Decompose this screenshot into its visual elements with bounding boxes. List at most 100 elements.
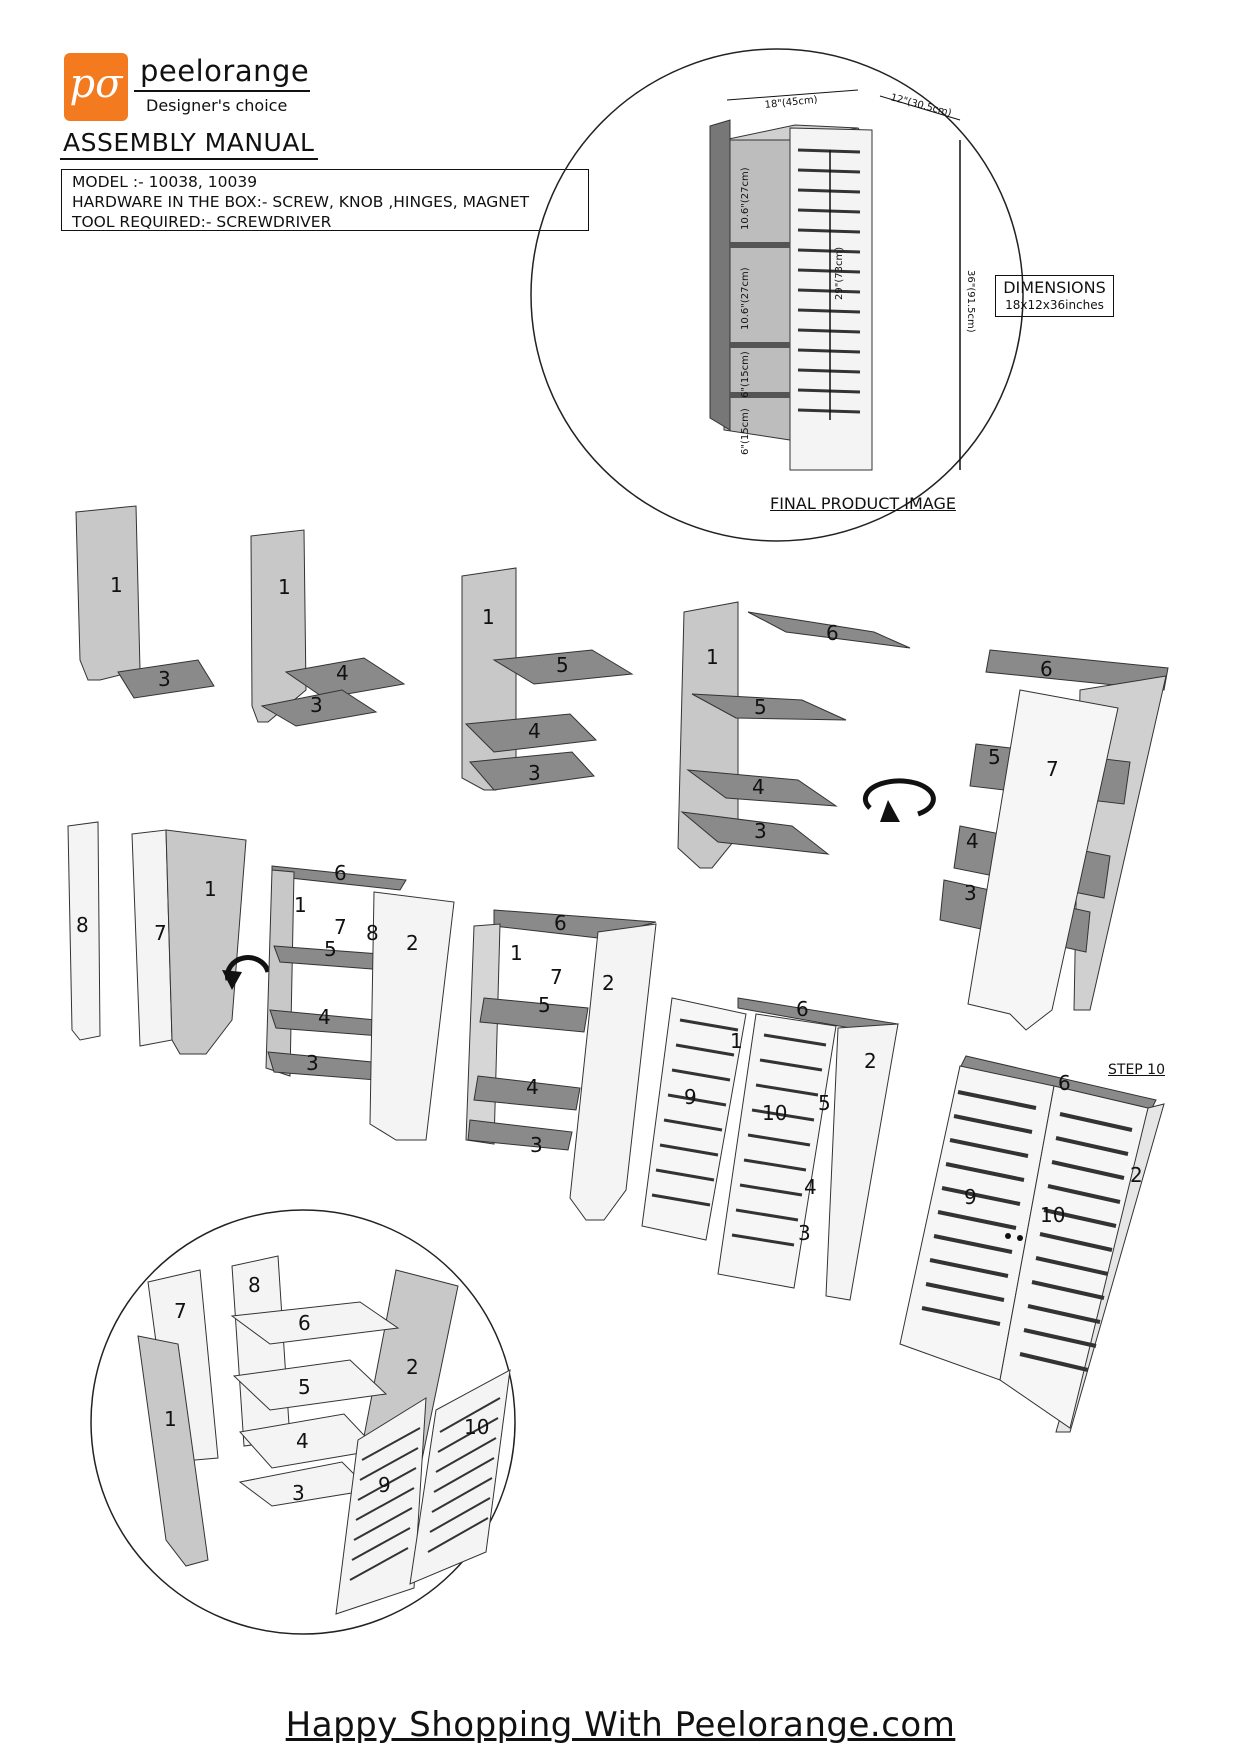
step-2: 1 4 3	[250, 529, 406, 727]
step-10-part-2: 2	[1130, 1163, 1143, 1187]
exploded-part-8: 8	[248, 1273, 261, 1297]
exploded-part-7: 7	[174, 1299, 187, 1323]
info-box: MODEL :- 10038, 10039 HARDWARE IN THE BO…	[61, 169, 589, 231]
exploded-view-circle	[90, 1209, 516, 1635]
step-3-part-4: 4	[528, 719, 541, 743]
step-8-part-4: 4	[526, 1075, 539, 1099]
exploded-part-6: 6	[298, 1311, 311, 1335]
step-7-part-4: 4	[318, 1005, 331, 1029]
step-2-part-1: 1	[278, 575, 291, 599]
measure-shelf-gap-1: 10.6"(27cm)	[740, 167, 751, 230]
exploded-part-4: 4	[296, 1429, 309, 1453]
hardware-text: HARDWARE IN THE BOX:- SCREW, KNOB ,HINGE…	[72, 193, 530, 211]
step-8-part-7: 7	[550, 965, 563, 989]
step-7-part-5: 5	[324, 937, 337, 961]
step-8-part-1: 1	[510, 941, 523, 965]
step-5-part-7: 7	[1046, 757, 1059, 781]
step-10-label: STEP 10	[1108, 1062, 1165, 1078]
step-3-part-5: 5	[556, 653, 569, 677]
step-4-part-3: 3	[754, 819, 767, 843]
step-4-part-6: 6	[826, 621, 839, 645]
step-5: 6 7 5 4 3	[939, 649, 1169, 1031]
step-6: 8 7 1	[67, 821, 247, 1055]
exploded-view: 7 8 6 2 5 1 4 10 3 9	[137, 1255, 511, 1615]
brand-underline	[134, 90, 310, 92]
rotate-icon	[222, 955, 271, 990]
step-4-part-4: 4	[752, 775, 765, 799]
exploded-view-louvers	[349, 1397, 501, 1581]
step-1: 1 3	[75, 505, 215, 699]
step-5-part-6: 6	[1040, 657, 1053, 681]
step-5-part-4: 4	[966, 829, 979, 853]
tool-text: TOOL REQUIRED:- SCREWDRIVER	[72, 213, 332, 231]
measure-door: 29"(73cm)	[834, 247, 845, 300]
step-2-part-3: 3	[310, 693, 323, 717]
step-6-part-8: 8	[76, 913, 89, 937]
final-product-label: FINAL PRODUCT IMAGE	[770, 494, 956, 513]
step-5-part-5: 5	[988, 745, 1001, 769]
step-9-part-4: 4	[804, 1175, 817, 1199]
step-4-part-5: 5	[754, 695, 767, 719]
step-2-part-4: 4	[336, 661, 349, 685]
step-1-part-3: 3	[158, 667, 171, 691]
exploded-part-1: 1	[164, 1407, 177, 1431]
title-underline	[60, 158, 318, 160]
step-9-part-3: 3	[798, 1221, 811, 1245]
step-7: 6 1 7 8 5 2 4 3	[265, 861, 455, 1141]
step-9-part-2: 2	[864, 1049, 877, 1073]
exploded-part-2: 2	[406, 1355, 419, 1379]
step-9-part-6: 6	[796, 997, 809, 1021]
step-7-part-6: 6	[334, 861, 347, 885]
dimensions-box: DIMENSIONS 18x12x36inches	[995, 275, 1114, 317]
exploded-part-9: 9	[378, 1473, 391, 1497]
step-7-part-1: 1	[294, 893, 307, 917]
step-7-part-7: 7	[334, 915, 347, 939]
step-8-part-2: 2	[602, 971, 615, 995]
brand-logo	[64, 53, 128, 121]
measure-base-gap: 6"(15cm)	[740, 408, 751, 455]
step-3: 1 5 4 3	[461, 567, 634, 791]
step-10-part-6: 6	[1058, 1071, 1071, 1095]
step-3-part-3: 3	[528, 761, 541, 785]
exploded-part-5: 5	[298, 1375, 311, 1399]
model-text: MODEL :- 10038, 10039	[72, 173, 258, 191]
step-9-part-10: 10	[762, 1101, 787, 1125]
exploded-part-3: 3	[292, 1481, 305, 1505]
step-9-part-9: 9	[684, 1085, 697, 1109]
measure-shelf-gap-2: 10.6"(27cm)	[740, 267, 751, 330]
brand-name: peelorange	[140, 54, 310, 88]
final-product-louvers	[797, 148, 861, 414]
step-9-part-1: 1	[730, 1029, 743, 1053]
step-6-part-1: 1	[204, 877, 217, 901]
step-8-part-3: 3	[530, 1133, 543, 1157]
step-7-part-2: 2	[406, 931, 419, 955]
final-product-circle	[530, 48, 1024, 542]
rotate-icon	[862, 778, 936, 822]
measure-height: 36"(91.5cm)	[965, 270, 976, 333]
brand-logo-mark: pσ	[69, 61, 123, 107]
measure-shelf-gap-3: 6"(15cm)	[740, 351, 751, 398]
step-6-part-7: 7	[154, 921, 167, 945]
step-10-part-10: 10	[1040, 1203, 1065, 1227]
dimensions-value: 18x12x36inches	[1005, 298, 1104, 312]
step-9-part-5: 5	[818, 1091, 831, 1115]
exploded-part-10: 10	[464, 1415, 489, 1439]
step-5-part-3: 3	[964, 881, 977, 905]
step-4-part-1: 1	[706, 645, 719, 669]
final-product-cabinet	[709, 89, 961, 471]
footer-text: Happy Shopping With Peelorange.com	[285, 1705, 956, 1745]
brand-tagline: Designer's choice	[146, 96, 288, 115]
step-7-part-8: 8	[366, 921, 379, 945]
step-10: 6 2 9 10	[899, 1055, 1165, 1433]
dimensions-title: DIMENSIONS	[1003, 278, 1106, 297]
step-8-part-5: 5	[538, 993, 551, 1017]
step-7-part-3: 3	[306, 1051, 319, 1075]
step-9-louvers	[651, 1018, 827, 1247]
step-10-part-9: 9	[964, 1185, 977, 1209]
manual-title: ASSEMBLY MANUAL	[63, 128, 315, 157]
step-1-part-1: 1	[110, 573, 123, 597]
step-4: 1 6 5 4 3	[677, 601, 911, 869]
step-10-louvers	[921, 1090, 1133, 1372]
step-8-part-6: 6	[554, 911, 567, 935]
